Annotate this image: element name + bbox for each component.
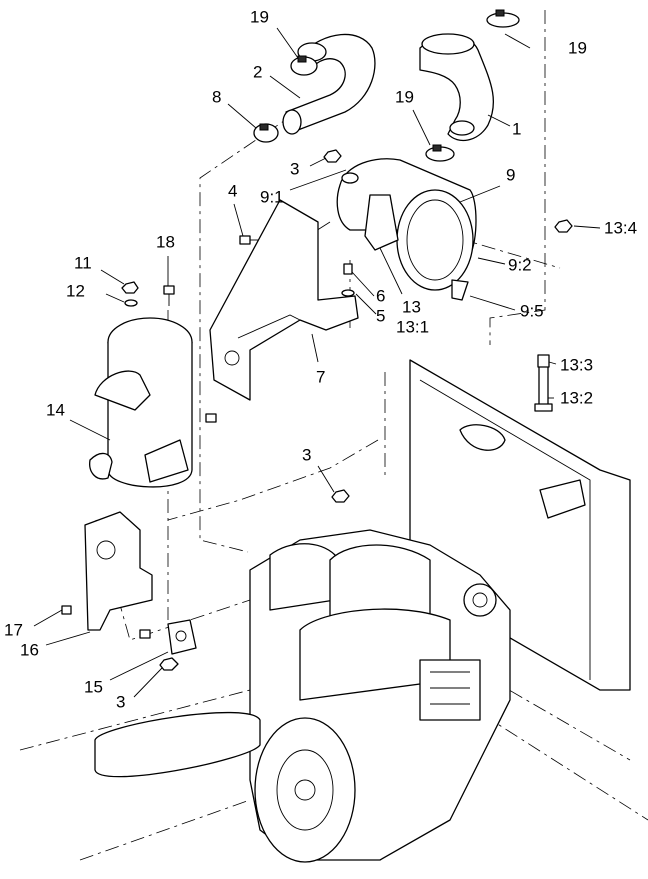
hose-clamp-8	[253, 123, 279, 143]
callout-2: 2	[253, 62, 262, 81]
callout-19: 19	[250, 7, 269, 26]
mounting-bracket-7	[209, 199, 359, 401]
callout-18: 18	[156, 232, 175, 251]
hose-clamp-19-middle	[425, 144, 455, 162]
engine-mount-rail	[94, 711, 261, 778]
callout-5: 5	[376, 306, 385, 325]
callout-19: 19	[395, 87, 414, 106]
callout-3: 3	[116, 692, 125, 711]
callout-labels: 19 2 19 8 19 1 3 9:1 9 4 13:4 18 11 9:2 …	[4, 7, 637, 711]
intake-hose-2	[282, 33, 376, 135]
nut-3-middle	[331, 489, 350, 503]
nut-13-4	[554, 219, 573, 233]
spring-13-3	[537, 354, 550, 368]
callout-14: 14	[46, 400, 65, 419]
leader-lines	[33, 27, 601, 698]
callout-1: 1	[512, 119, 521, 138]
callout-19: 19	[568, 38, 587, 57]
callout-9: 9	[506, 165, 515, 184]
callout-13-1: 13:1	[396, 317, 429, 336]
hose-clamp-19-top-right	[486, 9, 520, 28]
callout-9-5: 9:5	[520, 301, 544, 320]
bolt-18	[163, 285, 175, 306]
bolt-17	[61, 605, 72, 615]
nut-3-lower	[159, 657, 179, 671]
callout-4: 4	[228, 181, 237, 200]
bolt-bracket-lower	[205, 413, 217, 423]
bolt-13-2	[534, 365, 553, 412]
engine-flywheel	[254, 717, 356, 863]
callout-13-4: 13:4	[604, 218, 637, 237]
exhaust-bracket-15	[139, 619, 197, 655]
callout-16: 16	[20, 640, 39, 659]
callout-3: 3	[290, 159, 299, 178]
nut-3-upper	[323, 149, 342, 163]
callout-15: 15	[84, 677, 103, 696]
callout-13-3: 13:3	[560, 355, 593, 374]
heat-shield-16	[84, 511, 153, 631]
callout-3: 3	[302, 445, 311, 464]
callout-9-1: 9:1	[260, 187, 284, 206]
nut-11	[121, 281, 139, 294]
callout-13: 13	[402, 297, 421, 316]
air-cleaner-9	[336, 158, 477, 301]
washer-5	[341, 289, 355, 297]
washer-12	[124, 299, 138, 307]
callout-17: 17	[4, 620, 23, 639]
callout-12: 12	[66, 281, 85, 300]
callout-7: 7	[316, 367, 325, 386]
callout-9-2: 9:2	[508, 255, 532, 274]
callout-11: 11	[74, 253, 92, 272]
hose-clamp-19-top-left	[290, 55, 318, 76]
callout-13-2: 13:2	[560, 388, 593, 407]
bolt-6	[343, 263, 353, 275]
callout-8: 8	[212, 87, 221, 106]
callout-6: 6	[376, 286, 385, 305]
intake-elbow-hose-1	[419, 33, 495, 142]
muffler-14	[89, 317, 193, 488]
